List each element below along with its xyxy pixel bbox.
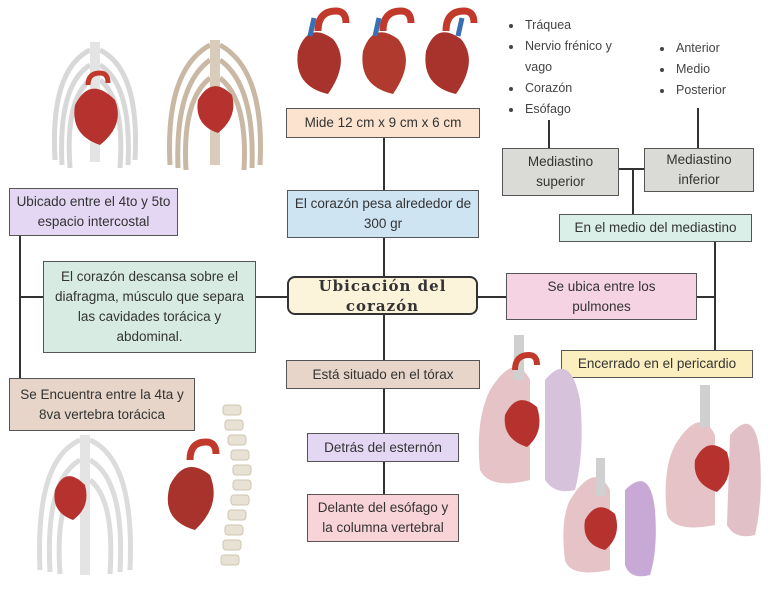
connector-line (632, 168, 634, 214)
center-title-box: Ubicación del corazón (287, 276, 478, 315)
list-item: Corazón (523, 78, 635, 99)
sternum-box: Detrás del esternón (307, 433, 459, 462)
list-item: Esófago (523, 99, 635, 120)
connector-line (697, 296, 715, 298)
list-item: Nervio frénico y vago (523, 36, 635, 78)
size-box: Mide 12 cm x 9 cm x 6 cm (286, 108, 480, 138)
lungs-box: Se ubica entre los pulmones (506, 273, 697, 320)
inferior-list: Anterior Medio Posterior (656, 38, 768, 101)
esophagus-box: Delante del esófago y la columna vertebr… (307, 494, 459, 542)
pericardium-box: Encerrado en el pericardio (561, 350, 753, 378)
connector-line (19, 296, 43, 298)
thorax-box: Está situado en el tórax (286, 360, 480, 389)
mediastinum-inferior-box: Mediastino inferior (644, 148, 754, 192)
diaphragm-box: El corazón descansa sobre el diafragma, … (43, 261, 256, 353)
connector-line (714, 242, 716, 350)
list-item: Anterior (674, 38, 768, 59)
weight-box: El corazón pesa alrededor de 300 gr (287, 190, 479, 238)
mediastinum-box: En el medio del mediastino (559, 214, 752, 242)
intercostal-box: Ubicado entre el 4to y 5to espacio inter… (9, 188, 178, 236)
mediastinum-superior-box: Mediastino superior (502, 148, 619, 196)
connector-line (383, 462, 385, 494)
connector-line (697, 108, 699, 148)
vertebra-box: Se Encuentra entre la 4ta y 8va vertebra… (9, 378, 195, 431)
ribcage-heart-illustration (51, 40, 263, 171)
list-item: Posterior (674, 80, 768, 101)
list-item: Tráquea (523, 15, 635, 36)
list-item: Medio (674, 59, 768, 80)
hearts-illustration (297, 7, 478, 94)
lungs-heart-illustration (478, 335, 761, 577)
connector-line (256, 296, 288, 298)
connector-line (383, 389, 385, 433)
connector-line (383, 137, 385, 190)
connector-line (383, 238, 385, 276)
connector-line (383, 315, 385, 360)
connector-line (478, 296, 506, 298)
connector-line (548, 120, 550, 148)
ribcage-spine-illustration (37, 404, 252, 575)
superior-list: Tráquea Nervio frénico y vago Corazón Es… (505, 15, 635, 120)
connector-line (19, 236, 21, 378)
connector-line (619, 168, 644, 170)
